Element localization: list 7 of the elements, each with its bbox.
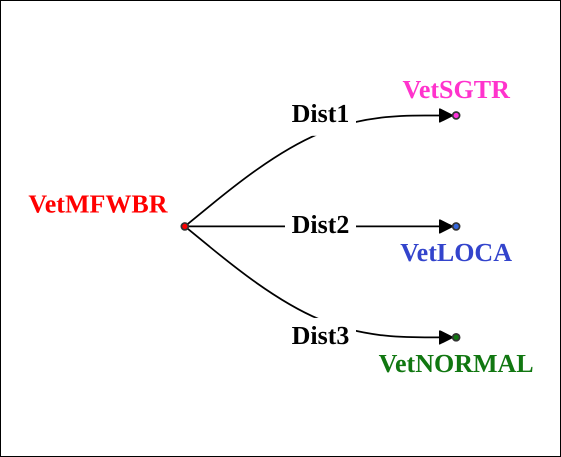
edge-label: Dist2 xyxy=(291,212,349,240)
edge-label: Dist3 xyxy=(291,323,349,352)
node-label: VetNORMAL xyxy=(378,349,534,378)
edge-label: Dist1 xyxy=(291,102,349,130)
node-label: VetLOCA xyxy=(400,238,512,268)
node-label: VetSGTR xyxy=(402,76,510,104)
node-label: VetMFWBR xyxy=(28,190,167,219)
